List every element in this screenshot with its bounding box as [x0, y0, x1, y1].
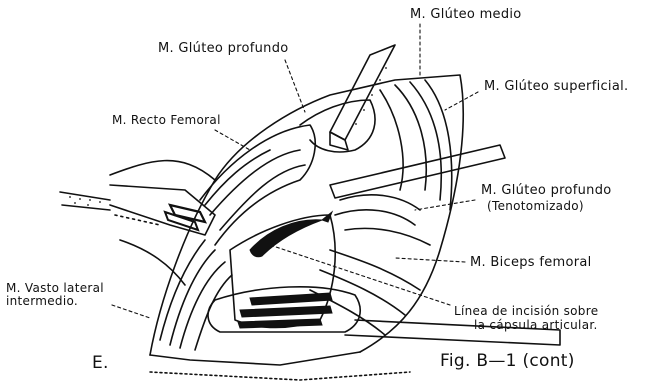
retractor-slot-2	[240, 306, 332, 317]
label-vasto-intermedio: intermedio.	[6, 294, 78, 308]
label-tenotomizado: (Tenotomizado)	[487, 199, 584, 213]
label-biceps-femoral: M. Biceps femoral	[470, 256, 592, 270]
label-gluteo-profundo: M. Glúteo profundo	[158, 42, 289, 56]
biceps-femoral-muscle	[330, 250, 420, 290]
label-incision: Línea de incisión sobre	[454, 304, 598, 318]
label-gluteo-superficial: M. Glúteo superficial.	[484, 80, 628, 94]
lower-skin-edge	[150, 352, 360, 365]
leader-gluteo-profundo	[285, 60, 305, 112]
leader-vasto	[112, 305, 150, 318]
incision-slit	[250, 220, 322, 257]
leader-teno	[415, 200, 475, 210]
retractor-slot-3	[238, 319, 322, 328]
retractor-slot-1	[250, 293, 332, 305]
right-retractor	[330, 145, 505, 198]
gluteo-teno-muscle	[340, 195, 420, 210]
label-gluteo-profundo-teno: M. Glúteo profundo	[481, 184, 612, 198]
leader-biceps	[395, 258, 465, 262]
label-capsula: la cápsula articular.	[474, 318, 598, 332]
thigh-contour	[110, 161, 215, 180]
panel-letter: E.	[92, 356, 109, 370]
figure-caption: Fig. B—1 (cont)	[440, 354, 575, 368]
leader-superficial	[445, 92, 478, 110]
leader-recto	[215, 130, 250, 150]
label-recto-femoral: M. Recto Femoral	[112, 113, 221, 127]
label-gluteo-medio: M. Glúteo medio	[410, 8, 522, 22]
label-vasto-lateral: M. Vasto lateral	[6, 281, 104, 295]
